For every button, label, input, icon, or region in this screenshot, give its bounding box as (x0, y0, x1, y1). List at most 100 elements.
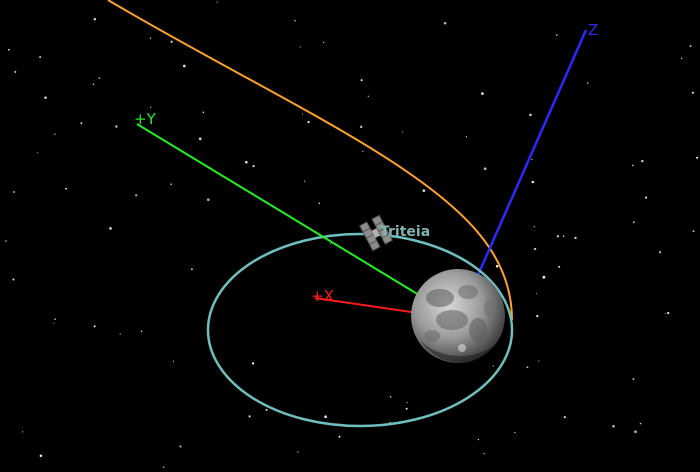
star (299, 46, 301, 48)
star (631, 164, 634, 167)
star (443, 22, 447, 25)
star (667, 311, 670, 315)
star (664, 312, 666, 314)
star (21, 431, 24, 433)
star (304, 180, 306, 182)
star (533, 247, 537, 251)
star (53, 322, 55, 324)
star (54, 133, 56, 135)
star (206, 198, 210, 202)
star (265, 408, 268, 411)
star (245, 160, 248, 164)
star (294, 19, 296, 22)
star (641, 159, 644, 163)
star (586, 82, 589, 84)
star (402, 131, 404, 133)
star (216, 1, 218, 3)
star (170, 183, 172, 186)
star (406, 401, 408, 404)
satellite-icon[interactable] (359, 214, 393, 252)
star (251, 362, 255, 365)
star (639, 422, 642, 425)
star (536, 293, 538, 295)
approach-trajectory (107, 0, 513, 321)
star (248, 415, 251, 418)
star (172, 360, 175, 362)
star (119, 333, 121, 335)
star (190, 268, 193, 271)
star (574, 236, 577, 240)
star (39, 56, 42, 59)
star (179, 445, 182, 448)
star (359, 125, 363, 129)
star (93, 18, 97, 21)
star (405, 407, 408, 410)
star (632, 377, 635, 381)
star (5, 240, 7, 242)
star (13, 191, 15, 193)
star (389, 396, 392, 398)
star (465, 136, 468, 138)
star (182, 64, 186, 68)
star (563, 416, 566, 419)
star (634, 430, 637, 434)
star (12, 278, 15, 281)
spacecraft-label: Triteia (380, 224, 430, 240)
star (301, 113, 304, 115)
star (324, 415, 327, 419)
x-axis-label: +X (311, 287, 334, 305)
star (92, 83, 95, 86)
star (202, 111, 205, 114)
star (65, 187, 68, 190)
star (555, 34, 558, 36)
star (536, 314, 539, 318)
star (307, 121, 310, 124)
star (477, 438, 480, 441)
star (252, 164, 255, 168)
star (526, 366, 529, 369)
star (495, 264, 499, 268)
star (14, 70, 17, 73)
star (44, 96, 47, 99)
star (115, 125, 118, 128)
star (691, 91, 694, 94)
star (54, 318, 56, 320)
star (360, 79, 363, 82)
star (696, 156, 699, 159)
star (514, 431, 516, 434)
star (338, 435, 341, 438)
star (483, 167, 487, 171)
y-axis-label: +Y (134, 110, 157, 128)
star (93, 325, 96, 328)
star (562, 235, 565, 237)
star (542, 275, 546, 279)
star (98, 77, 101, 79)
star (492, 365, 494, 367)
moon-sphere[interactable] (411, 269, 505, 363)
star (135, 194, 138, 197)
star (36, 152, 38, 154)
star (109, 227, 112, 230)
star (632, 221, 635, 224)
star (329, 243, 331, 245)
star (140, 330, 143, 333)
star (162, 466, 165, 468)
star (318, 202, 321, 204)
star (483, 453, 485, 455)
star (80, 122, 83, 125)
star (422, 189, 426, 192)
y-axis-line (136, 123, 425, 299)
star (680, 57, 683, 60)
star (531, 180, 535, 184)
star (538, 360, 540, 362)
star (556, 235, 560, 238)
star (533, 226, 535, 228)
star (529, 113, 532, 117)
star (367, 95, 369, 97)
star (297, 451, 299, 453)
star (39, 454, 43, 458)
star (8, 48, 10, 51)
star (658, 251, 662, 254)
